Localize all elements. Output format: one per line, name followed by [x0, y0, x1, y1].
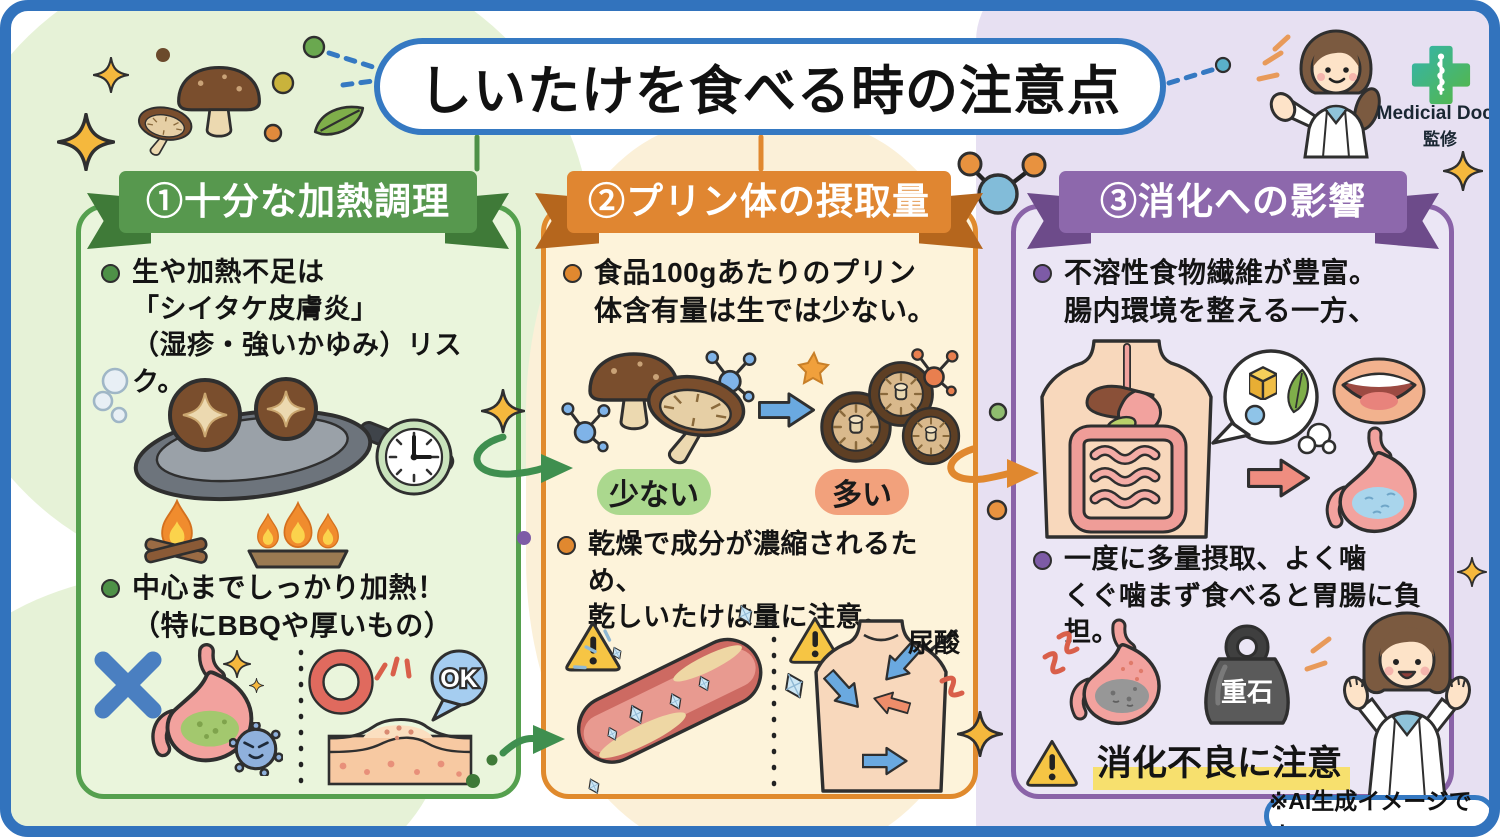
ai-note-text: ※AI生成イメージです [1269, 788, 1472, 837]
bullet-dot [101, 579, 120, 598]
uric-acid-label: 尿酸 [908, 628, 961, 658]
ribbon-purine: ②プリン体の摂取量 [535, 171, 983, 249]
bullet-dot [1033, 264, 1052, 283]
section-header-2: ②プリン体の摂取量 [567, 171, 951, 233]
warning-triangle-icon [1025, 738, 1079, 787]
bullet-text: 不溶性食物繊維が豊富。 腸内環境を整える一方、 [1064, 257, 1378, 327]
bullet-overeating: 一度に多量摂取、よく噛 くぐ噛まず食べると胃腸に負担。 [1033, 541, 1448, 651]
page-title: しいたけを食べる時の注意点 [419, 61, 1121, 121]
section-header-1: ①十分な加熱調理 [119, 171, 477, 233]
indigestion-warning: 消化不良に注意 [1025, 735, 1351, 790]
bullet-raw-risk: 生や加熱不足は 「シイタケ皮膚炎」 （湿疹・強いかゆみ）リスク。 [101, 254, 501, 401]
bullet-text: 一度に多量摂取、よく噛 くぐ噛まず食べると胃腸に負担。 [1064, 544, 1422, 648]
supervisor-role: 監修 [1423, 130, 1457, 149]
ribbon-heating: ①十分な加熱調理 [87, 171, 509, 249]
bullet-text: 中心までしっかり加熱！ （特にBBQや厚いもの） [132, 572, 453, 642]
bullet-dot [563, 264, 582, 283]
label-low: 少ない [597, 469, 711, 515]
bullet-text: 生や加熱不足は 「シイタケ皮膚炎」 （湿疹・強いかゆみ）リスク。 [132, 257, 462, 398]
ai-note-badge: ※AI生成イメージです [1264, 788, 1489, 826]
section-header-3: ③消化への影響 [1059, 171, 1407, 233]
bullet-dot [557, 536, 576, 555]
bullet-text: 食品100gあたりのプリン 体含有量は生では少ない。 [594, 257, 937, 327]
bullet-dot [1033, 551, 1052, 570]
supervisor-name: Medicial Dock [1376, 103, 1500, 124]
bullet-heat-through: 中心までしっかり加熱！ （特にBBQや厚いもの） [101, 569, 501, 645]
label-high: 多い [815, 469, 909, 515]
ribbon-digestion: ③消化への影響 [1027, 171, 1439, 249]
bullet-text: 乾燥で成分が濃縮されるため、 乾しいたけは量に注意。 [588, 529, 918, 633]
bullet-fiber: 不溶性食物繊維が豊富。 腸内環境を整える一方、 [1033, 254, 1443, 330]
bullet-dot [101, 264, 120, 283]
title-pill: しいたけを食べる時の注意点 [374, 38, 1166, 135]
warning-text: 消化不良に注意 [1093, 735, 1351, 790]
bullet-purine-content: 食品100gあたりのプリン 体含有量は生では少ない。 [563, 254, 963, 330]
bullet-dried-caution: 乾燥で成分が濃縮されるため、 乾しいたけは量に注意。 [557, 526, 967, 636]
